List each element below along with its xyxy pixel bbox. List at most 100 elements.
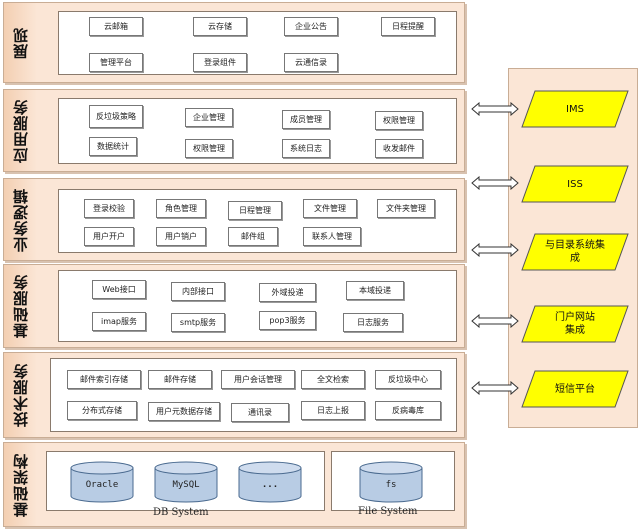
integration-label: 短信平台 (555, 383, 595, 395)
layer-content: 云邮箱 云存储 企业公告 日程提醒 管理平台 登录组件 云通信录 (58, 11, 457, 75)
database-icon (154, 461, 218, 503)
component-box: 反垃圾策略 (89, 105, 143, 128)
db-system-caption: DB System (153, 507, 209, 518)
layer-presentation: 展现 云邮箱 云存储 企业公告 日程提醒 管理平台 登录组件 云通信录 (3, 2, 465, 83)
component-box: 权限管理 (375, 111, 423, 130)
layer-technical: 技术服务 邮件索引存储 邮件存储 用户会话管理 全文检索 反垃圾中心 分布式存储… (3, 352, 465, 438)
layer-content: 邮件索引存储 邮件存储 用户会话管理 全文检索 反垃圾中心 分布式存储 用户元数… (50, 358, 457, 432)
double-arrow-icon (471, 176, 519, 190)
integration-label: 门户网站集成 (555, 312, 595, 336)
component-box: 系统日志 (282, 139, 330, 158)
component-box: 用户销户 (156, 227, 206, 246)
layer-title: 业务逻辑 (12, 187, 30, 252)
layer-business: 业务逻辑 登录校验 角色管理 日程管理 文件管理 文件夹管理 用户开户 用户销户… (3, 178, 465, 261)
layer-label: 展现 (4, 3, 37, 82)
component-box: 本域投递 (346, 281, 404, 300)
parallelogram-shape (521, 165, 629, 203)
component-box: 数据统计 (89, 137, 137, 156)
component-box: 企业公告 (284, 17, 338, 36)
component-box: 管理平台 (89, 53, 143, 72)
component-box: 日程提醒 (381, 17, 435, 36)
component-box: 邮件索引存储 (67, 370, 141, 389)
component-box: 云存储 (193, 17, 247, 36)
layer-infrastructure: 基础架构 Oracle MySQL ... DB System (3, 442, 465, 527)
component-box: 云邮箱 (89, 17, 143, 36)
double-arrow-icon (471, 314, 519, 328)
layer-label: 基础架构 (4, 443, 37, 526)
component-box: 用户会话管理 (221, 370, 295, 389)
component-box: 日志服务 (343, 313, 403, 332)
component-box: 收发邮件 (375, 139, 423, 158)
layer-title: 技术服务 (12, 363, 30, 427)
database-label: ... (261, 480, 279, 490)
component-box: 外域投递 (259, 283, 316, 302)
parallelogram-shape (521, 90, 629, 128)
double-arrow-icon (471, 243, 519, 257)
database-cylinder: Oracle (69, 460, 135, 504)
parallelogram-shape (521, 233, 629, 271)
component-box: 登录组件 (193, 53, 247, 72)
database-label: MySQL (172, 480, 200, 490)
layer-content: 登录校验 角色管理 日程管理 文件管理 文件夹管理 用户开户 用户销户 邮件组 … (58, 189, 457, 253)
file-system-cylinder: fs (358, 460, 424, 504)
component-box: 登录校验 (84, 199, 134, 218)
layer-title: 应用服务 (12, 98, 30, 163)
component-box: imap服务 (92, 312, 146, 331)
component-box: pop3服务 (259, 311, 316, 330)
parallelogram-shape (521, 305, 629, 343)
component-box: 内部接口 (171, 282, 225, 301)
component-box: 联系人管理 (303, 227, 361, 246)
component-box: 邮件存储 (148, 370, 212, 389)
database-icon (70, 461, 134, 503)
layer-title: 展现 (12, 26, 30, 59)
integration-ims: IMS (521, 90, 629, 128)
layer-label: 基础服务 (4, 265, 37, 347)
integration-sms: 短信平台 (521, 370, 629, 408)
component-box: 云通信录 (284, 53, 338, 72)
component-box: 成员管理 (282, 110, 330, 129)
file-system-caption: File System (358, 506, 418, 517)
component-box: 全文检索 (301, 370, 365, 389)
integration-label: ISS (567, 178, 583, 190)
component-box: 文件管理 (303, 199, 357, 218)
layer-title: 基础服务 (12, 274, 30, 338)
double-arrow-icon (471, 381, 519, 395)
component-box: 邮件组 (228, 227, 278, 246)
file-system-box: fs (331, 451, 455, 511)
component-box: 反病毒库 (375, 401, 441, 420)
integration-label: 与目录系统集成 (545, 240, 605, 264)
database-label: Oracle (85, 480, 119, 490)
parallelogram-shape (521, 370, 629, 408)
component-box: 企业管理 (185, 108, 233, 127)
double-arrow-icon (471, 102, 519, 116)
layer-basic: 基础服务 Web接口 内部接口 外域投递 本域投递 imap服务 smtp服务 … (3, 264, 465, 348)
database-icon (238, 461, 302, 503)
layer-content: Web接口 内部接口 外域投递 本域投递 imap服务 smtp服务 pop3服… (58, 270, 457, 342)
integration-portal: 门户网站集成 (521, 305, 629, 343)
layer-application: 应用服务 反垃圾策略 企业管理 成员管理 权限管理 数据统计 权限管理 系统日志… (3, 89, 465, 172)
component-box: smtp服务 (171, 313, 225, 332)
component-box: 通讯录 (231, 403, 289, 422)
component-box: 日程管理 (228, 201, 282, 220)
component-box: 角色管理 (156, 199, 206, 218)
layer-label: 业务逻辑 (4, 179, 37, 260)
component-box: 分布式存储 (67, 401, 137, 420)
layer-title: 基础架构 (12, 452, 30, 517)
file-system-label: fs (385, 480, 397, 490)
database-cylinder: ... (237, 460, 303, 504)
component-box: 用户元数据存储 (148, 402, 220, 421)
db-system-box: Oracle MySQL ... (46, 451, 325, 511)
layer-label: 应用服务 (4, 90, 37, 171)
integration-iss: ISS (521, 165, 629, 203)
component-box: 反垃圾中心 (375, 370, 441, 389)
integration-directory: 与目录系统集成 (521, 233, 629, 271)
layer-label: 技术服务 (4, 353, 37, 437)
component-box: 文件夹管理 (377, 199, 435, 218)
component-box: 权限管理 (185, 139, 233, 158)
component-box: Web接口 (92, 280, 146, 299)
layer-content: 反垃圾策略 企业管理 成员管理 权限管理 数据统计 权限管理 系统日志 收发邮件 (58, 98, 457, 164)
file-system-icon (359, 461, 423, 503)
component-box: 日志上报 (301, 401, 365, 420)
database-cylinder: MySQL (153, 460, 219, 504)
component-box: 用户开户 (84, 227, 134, 246)
